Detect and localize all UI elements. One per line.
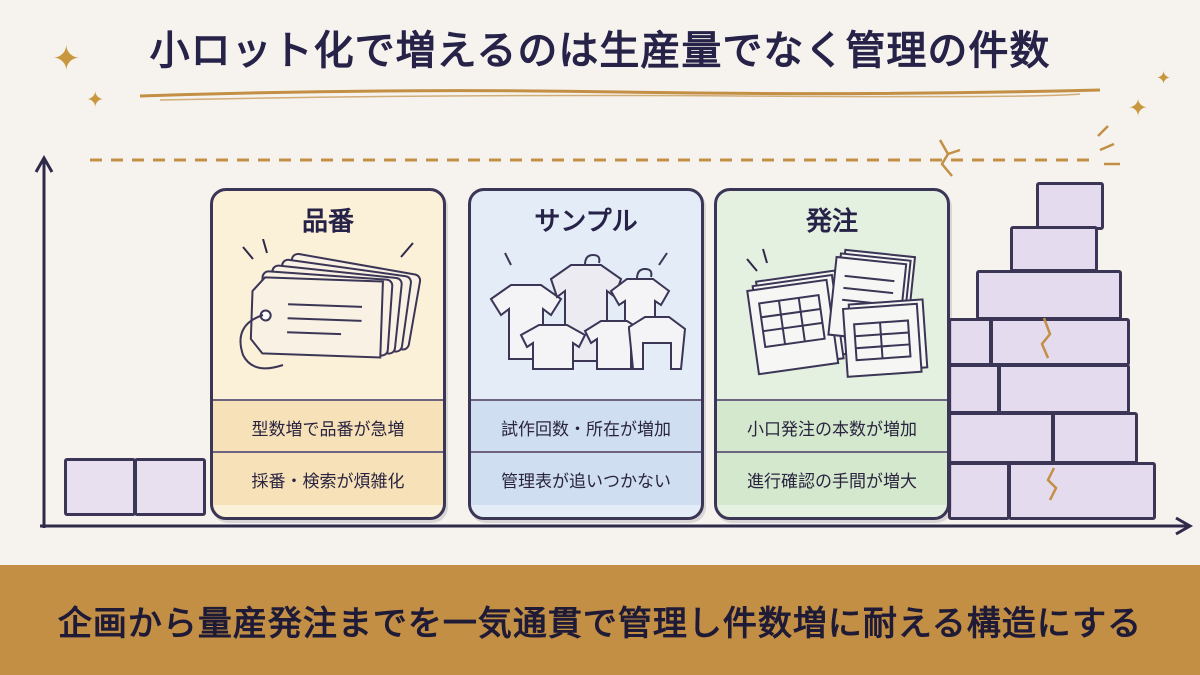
sparkle-icon: ✦	[52, 39, 81, 79]
list-item: 小口発注の本数が増加	[717, 399, 947, 453]
card-sample: サンプル 試作回数・所在が増加 管理表が追いつかない	[468, 188, 704, 520]
brick-tower	[1010, 226, 1098, 272]
brick-small	[64, 458, 136, 516]
brick-tower	[1036, 182, 1104, 230]
brick-tower	[948, 318, 992, 366]
card-title: 品番	[301, 207, 354, 237]
brick-tower	[1008, 462, 1156, 520]
brick-tower	[948, 364, 1000, 414]
card-order: 発注	[714, 188, 950, 520]
list-item: 採番・検索が煩雑化	[213, 451, 443, 505]
page-title: 小ロット化で増えるのは生産量でなく管理の件数	[149, 28, 1051, 74]
card-hinban: 品番	[210, 188, 446, 520]
crack-icon	[1040, 318, 1058, 501]
brick-tower	[976, 270, 1122, 320]
list-item: 進行確認の手間が増大	[717, 451, 947, 505]
card-title: 発注	[805, 207, 858, 237]
card-title: サンプル	[534, 207, 638, 237]
footer-text: 企画から量産発注までを一気通貫で管理し件数増に耐える構造にする	[57, 603, 1143, 644]
brick-tower	[990, 318, 1130, 366]
sparkle-icon: ✦	[1156, 68, 1172, 89]
footer-banner: 企画から量産発注までを一気通貫で管理し件数増に耐える構造にする	[0, 565, 1200, 675]
list-item: 試作回数・所在が増加	[471, 399, 701, 453]
sparkle-icon: ✦	[1128, 94, 1149, 122]
clothes-hanger-icon	[489, 252, 687, 370]
growth-axes	[34, 125, 1194, 536]
list-item: 管理表が追いつかない	[471, 451, 701, 505]
title-underline	[140, 88, 1100, 101]
brick-tower	[948, 462, 1010, 520]
brick-small	[134, 458, 206, 516]
sparkle-icon: ✦	[86, 88, 105, 113]
list-item: 型数増で品番が急増	[213, 399, 443, 453]
crack-icon	[938, 125, 1120, 177]
document-stack-icon	[746, 248, 929, 378]
price-tag-stack-icon	[239, 239, 422, 370]
